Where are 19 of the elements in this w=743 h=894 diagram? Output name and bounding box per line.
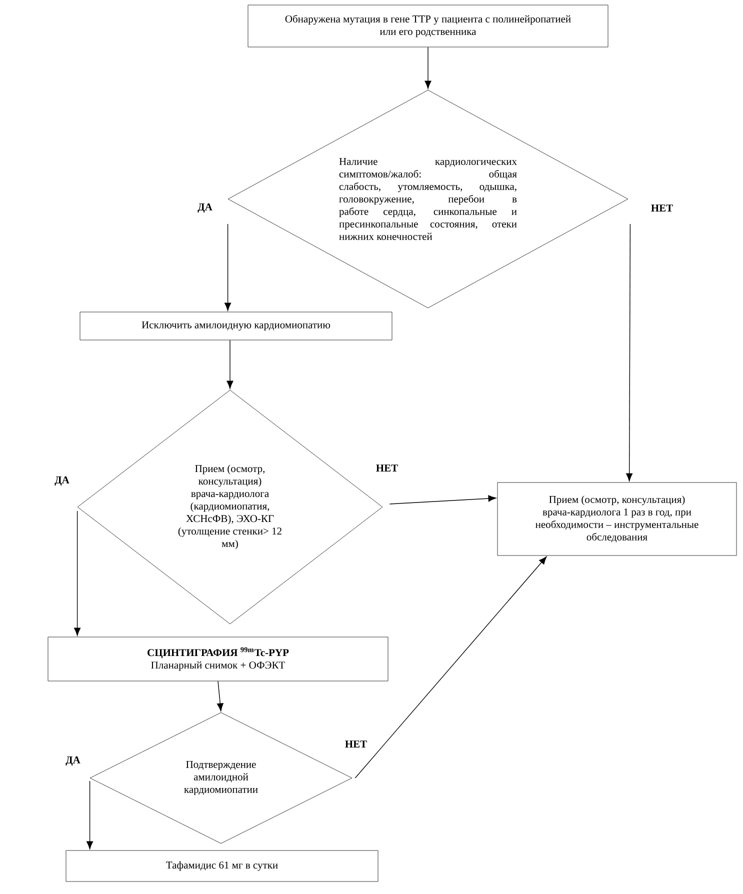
arrow xyxy=(626,224,633,482)
arrow xyxy=(424,46,432,89)
arrow xyxy=(389,495,496,504)
edge-label: ДА xyxy=(196,202,214,214)
edge-label: НЕТ xyxy=(374,464,400,472)
arrow xyxy=(354,556,547,778)
arrow xyxy=(216,680,224,712)
arrow xyxy=(74,510,81,636)
arrow xyxy=(86,780,94,850)
process-box: Исключить амилоидную кардиомиопатию xyxy=(80,312,392,340)
arrow xyxy=(224,224,232,311)
process-box: Тафамидис 61 мг в сутки xyxy=(66,850,378,882)
process-box: Обнаружена мутация в гене ТТР у пациента с полинейропатией или его родственника xyxy=(248,4,608,48)
edge-label: ДА xyxy=(54,475,70,487)
edge-label: НЕТ xyxy=(650,204,674,212)
arrow xyxy=(226,340,234,389)
process-box: СЦИНТИГРАФИЯ $^{99m}$Tc-PYP Планарный снимок + ОФЭКТ xyxy=(48,636,388,682)
edge-label: ДА xyxy=(64,755,82,767)
process-box: Прием (осмотр, консультация) врача-кардиолога 1 раз в год, при необходимости – инструментальные обследования xyxy=(497,482,737,556)
